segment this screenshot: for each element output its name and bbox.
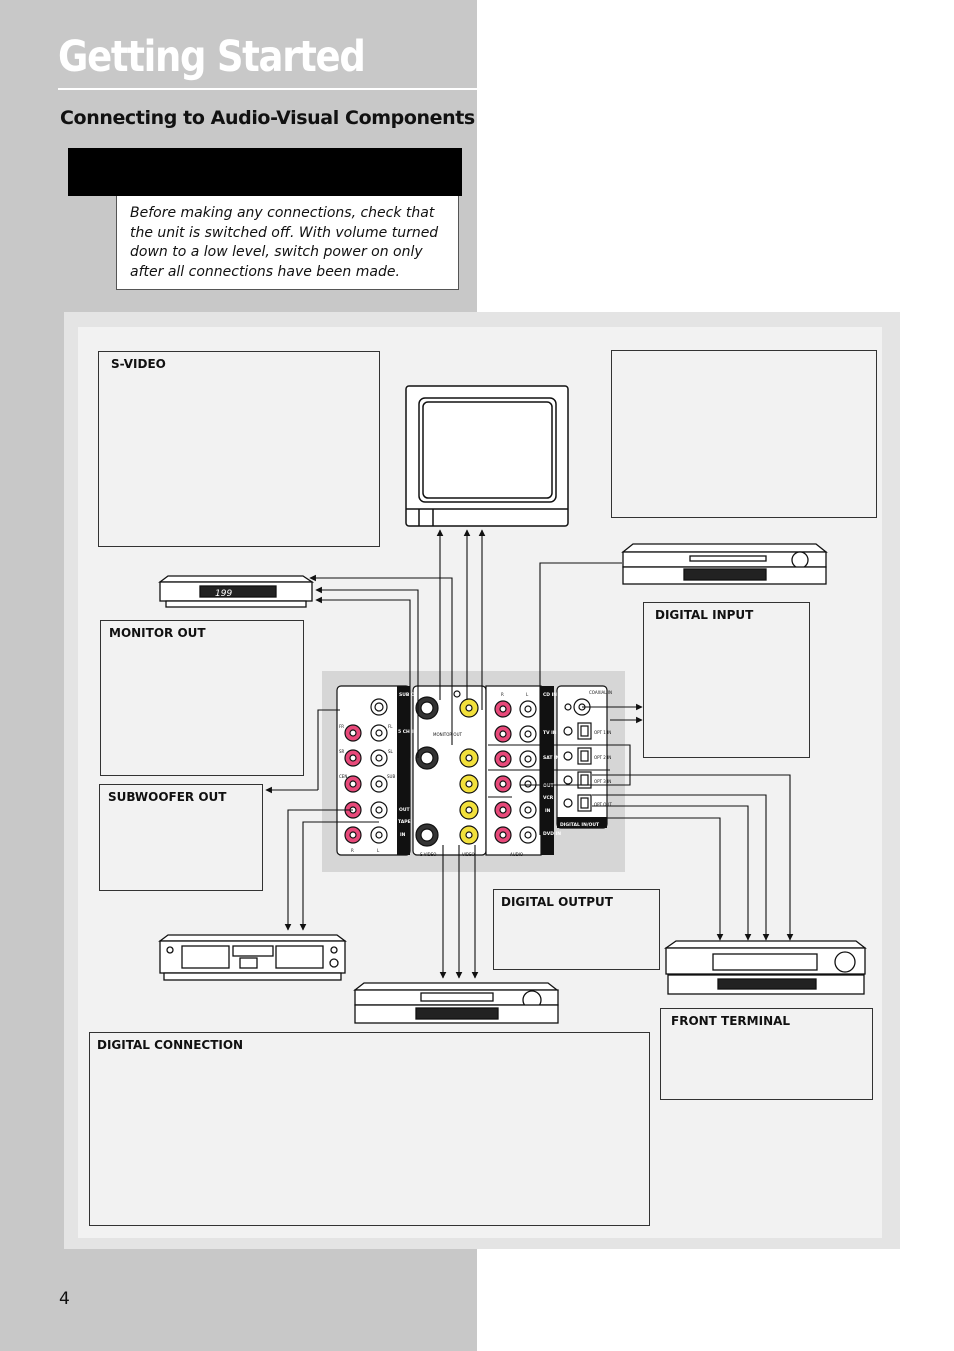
label-opt2-in: OPT 2 IN [594,755,611,760]
svideo-box: S-VIDEO [98,351,380,547]
page-title: Getting Started [58,32,366,82]
label-tape-in: IN [400,832,406,838]
label-cd-in: CD IN [543,692,557,698]
audio-input-jacks [494,700,537,844]
label-sat-in: SAT IN [543,755,560,761]
notice-text: Before making any connections, check tha… [130,205,439,280]
front-terminal-label: FRONT TERMINAL [671,1014,791,1028]
label-opt3-in: OPT 3 IN [594,779,611,784]
tv-monitor [405,385,569,527]
front-terminal-box: FRONT TERMINAL [660,1008,873,1100]
video-jacks [415,690,479,847]
digital-output-label: DIGITAL OUTPUT [501,895,613,909]
satellite-receiver [158,575,315,608]
label-opt1-in: OPT 1 IN [594,730,611,735]
label-l-left: L [377,848,380,853]
label-sl: SL [388,749,394,754]
top-right-box [611,350,877,518]
subwoofer-out-label: SUBWOOFER OUT [108,790,227,804]
digital-output-box: DIGITAL OUTPUT [493,889,660,970]
digital-jacks [563,698,592,812]
label-audio-bottom: AUDIO [510,852,523,857]
label-r-audio: R [501,692,504,697]
label-tape: TAPE [398,819,411,825]
label-tv-in: TV IN [543,730,557,736]
label-out: OUT [543,783,554,789]
connection-cables [265,529,794,979]
dvd-player-top [621,543,828,585]
label-fl: FL [388,724,393,729]
label-cen: CEN [339,774,347,779]
section-title: Connecting to Audio-Visual Components [60,107,475,129]
label-digital-in-out: DIGITAL IN/OUT [560,822,600,828]
vcr-player [353,982,559,1024]
notice-box: Before making any connections, check tha… [116,196,459,290]
label-in: IN [545,808,551,814]
monitor-out-box: MONITOR OUT [100,620,304,776]
digital-input-label: DIGITAL INPUT [655,608,754,622]
label-fr: FR [339,724,344,729]
dvd-recorder [663,940,867,995]
label-sub: SUB [387,774,395,779]
notice-header-bar [68,148,462,196]
label-dvd-in: DVD IN [543,831,561,837]
page-number: 4 [59,1289,70,1309]
subwoofer-out-box: SUBWOOFER OUT [99,784,263,891]
title-rule [58,88,477,90]
label-tape-out: OUT [399,807,410,813]
label-l-audio: L [526,692,529,697]
digital-connection-label: DIGITAL CONNECTION [97,1038,244,1052]
label-coaxial-in: COAXIAL IN [589,690,612,695]
label-monitor-out: MONITOR OUT [433,732,462,737]
label-sr: SR [339,749,345,754]
cassette-deck [158,934,347,981]
digital-connection-box: DIGITAL CONNECTION [89,1032,650,1226]
label-svideo-bottom: S-VIDEO [420,852,436,857]
label-sub-out: SUB OUT [399,692,422,698]
label-vcr: VCR [543,795,554,801]
label-5ch-input: 5 CH INPUT [398,729,428,735]
monitor-out-label: MONITOR OUT [109,626,206,640]
label-r-left: R [351,848,354,853]
label-opt-out: OPT OUT [594,802,612,807]
sat-display-text: 199 [215,589,232,599]
svideo-label: S-VIDEO [111,357,166,371]
digital-input-box: DIGITAL INPUT [643,602,810,758]
label-video-bottom: VIDEO [462,852,475,857]
